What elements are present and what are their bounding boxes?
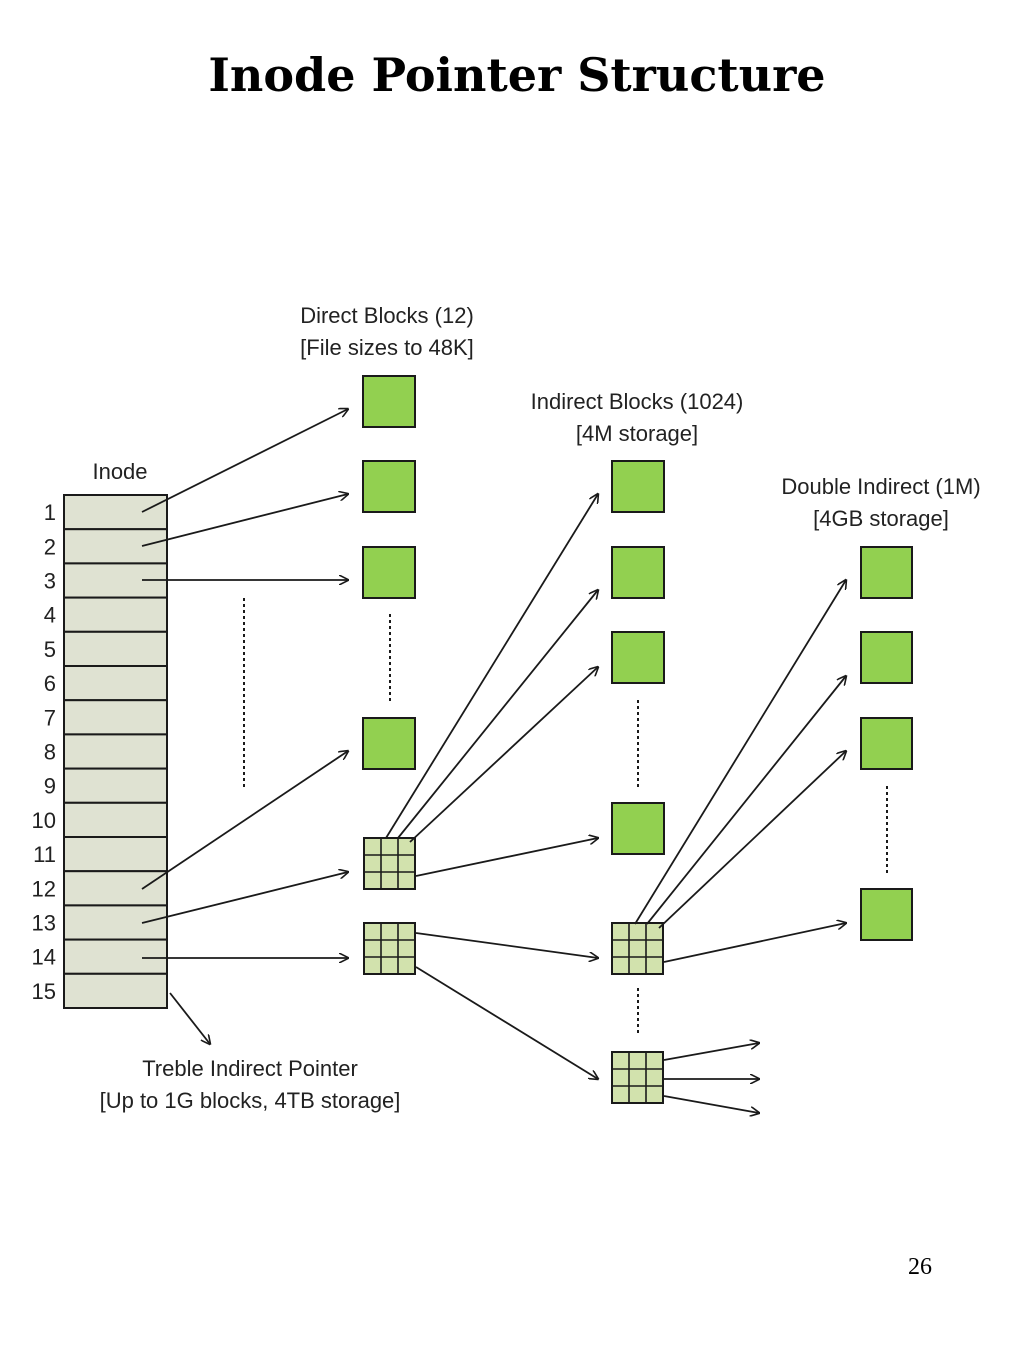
pointer-arrow bbox=[141, 751, 348, 890]
double-indirect-data-block bbox=[860, 631, 913, 684]
pointer-arrow bbox=[141, 494, 348, 547]
pointer-arrow bbox=[663, 1043, 759, 1061]
inode-row bbox=[63, 904, 168, 941]
slide-title: Inode Pointer Structure bbox=[208, 48, 826, 102]
pointer-arrow bbox=[658, 751, 846, 929]
inode-row bbox=[63, 938, 168, 975]
inode-row-number: 7 bbox=[44, 705, 56, 730]
indirect-data-block bbox=[611, 546, 665, 599]
inode-row-number: 15 bbox=[32, 979, 56, 1004]
pointer-arrow bbox=[409, 667, 598, 843]
double-indirect-block bbox=[363, 922, 416, 975]
direct-blocks-subtitle: [File sizes to 48K] bbox=[300, 335, 474, 360]
indirect-data-block bbox=[611, 802, 665, 855]
inode-row bbox=[63, 870, 168, 907]
direct-block bbox=[362, 375, 416, 428]
inode-label: Inode bbox=[92, 459, 147, 484]
inode-row-number: 5 bbox=[44, 637, 56, 662]
indirect-pointer-block bbox=[611, 922, 664, 975]
inode-row-number: 3 bbox=[44, 569, 56, 594]
direct-blocks-title: Direct Blocks (12) bbox=[300, 303, 474, 328]
direct-block bbox=[362, 717, 416, 770]
page-number: 26 bbox=[908, 1254, 932, 1280]
inode-row bbox=[63, 767, 168, 804]
direct-block bbox=[362, 546, 416, 599]
inode-row bbox=[63, 699, 168, 736]
direct-block bbox=[362, 460, 416, 513]
pointer-arrow bbox=[646, 676, 846, 925]
pointer-arrow bbox=[141, 409, 348, 513]
inode-row-number: 9 bbox=[44, 774, 56, 799]
pointer-arrow bbox=[415, 838, 598, 877]
pointer-arrow bbox=[385, 494, 598, 839]
inode-row-number: 13 bbox=[32, 911, 56, 936]
inode-row-number: 4 bbox=[44, 603, 56, 628]
inode-row bbox=[63, 665, 168, 702]
inode-row-number: 12 bbox=[32, 876, 56, 901]
pointer-arrow bbox=[634, 580, 846, 925]
indirect-pointer-block bbox=[611, 1051, 664, 1104]
inode-row bbox=[63, 733, 168, 770]
inode-row-number: 10 bbox=[32, 808, 56, 833]
inode-row bbox=[63, 836, 168, 873]
pointer-arrow bbox=[663, 1095, 759, 1113]
treble-indirect-title: Treble Indirect Pointer bbox=[142, 1056, 358, 1081]
inode-row bbox=[63, 972, 168, 1009]
inode-row bbox=[63, 528, 168, 565]
single-indirect-block bbox=[363, 837, 416, 890]
inode-row bbox=[63, 801, 168, 838]
pointer-arrow bbox=[397, 590, 598, 839]
inode-row-number: 11 bbox=[33, 842, 56, 867]
inode-row-number: 6 bbox=[44, 671, 56, 696]
treble-indirect-subtitle: [Up to 1G blocks, 4TB storage] bbox=[100, 1088, 401, 1113]
indirect-blocks-title: Indirect Blocks (1024) bbox=[531, 389, 744, 414]
pointer-arrow bbox=[415, 932, 598, 958]
inode-row-number: 2 bbox=[44, 534, 56, 559]
double-indirect-title: Double Indirect (1M) bbox=[781, 474, 980, 499]
inode-row bbox=[63, 494, 168, 531]
double-indirect-data-block bbox=[860, 546, 913, 599]
pointer-arrow bbox=[169, 992, 210, 1044]
inode-row bbox=[63, 596, 168, 633]
pointer-blocks bbox=[363, 837, 664, 1104]
double-indirect-data-block bbox=[860, 888, 913, 941]
inode-row-number: 1 bbox=[44, 500, 56, 525]
inode-row-number: 14 bbox=[32, 945, 56, 970]
inode-row bbox=[63, 630, 168, 667]
pointer-arrow bbox=[663, 923, 846, 963]
indirect-data-block bbox=[611, 460, 665, 513]
double-indirect-subtitle: [4GB storage] bbox=[813, 506, 949, 531]
double-indirect-data-block bbox=[860, 717, 913, 770]
indirect-blocks-subtitle: [4M storage] bbox=[576, 421, 698, 446]
inode-row-number: 8 bbox=[44, 740, 56, 765]
pointer-arrow bbox=[141, 872, 348, 924]
indirect-data-block bbox=[611, 631, 665, 684]
pointer-arrow bbox=[415, 966, 598, 1079]
